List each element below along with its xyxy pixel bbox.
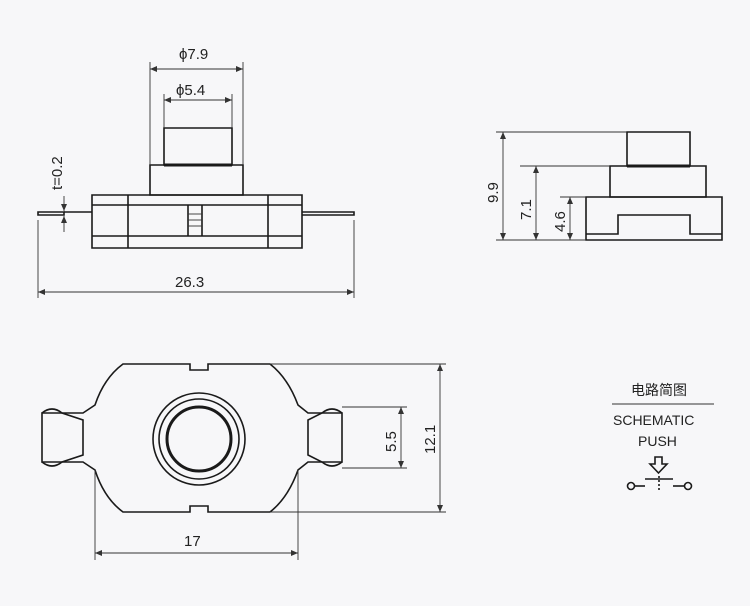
dim-length: 26.3 xyxy=(175,274,204,291)
schematic: 电路简图 SCHEMATIC PUSH xyxy=(612,382,714,491)
push-label: PUSH xyxy=(638,433,677,449)
dim-mid-height: 7.1 xyxy=(518,199,535,220)
terminal-left-icon xyxy=(626,481,636,491)
front-view: ϕ7.9 ϕ5.4 t=0.2 26.3 xyxy=(37,46,355,298)
dim-button: 5.5 xyxy=(383,431,400,452)
side-view: 9.9 7.1 4.6 xyxy=(485,131,723,241)
dim-width: 17 xyxy=(184,533,201,550)
dim-total-height: 9.9 xyxy=(485,182,502,203)
schematic-title-cn: 电路简图 xyxy=(631,382,687,398)
top-view: 12.1 5.5 17 xyxy=(41,363,446,560)
schematic-label: SCHEMATIC xyxy=(613,412,694,428)
dim-thickness: t=0.2 xyxy=(49,156,66,190)
terminal-right-icon xyxy=(683,481,693,491)
dim-inner-diameter: ϕ5.4 xyxy=(176,82,205,99)
dim-base-height: 4.6 xyxy=(552,211,569,232)
dim-outer-diameter: ϕ7.9 xyxy=(179,46,208,63)
push-arrow-icon xyxy=(648,456,669,475)
dim-height: 12.1 xyxy=(422,425,439,454)
